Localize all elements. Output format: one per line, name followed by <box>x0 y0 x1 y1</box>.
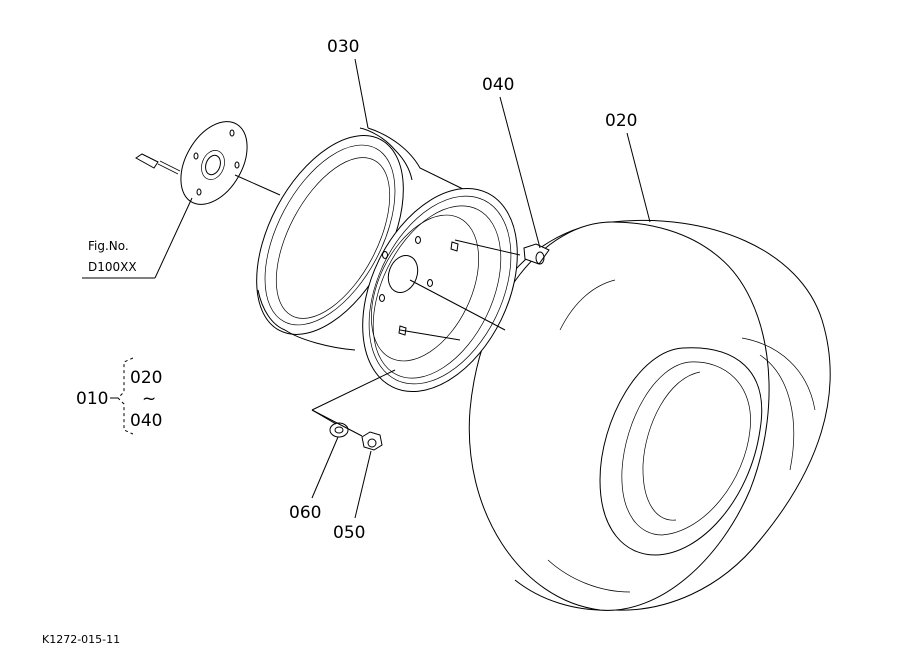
label-060: 060 <box>289 503 321 523</box>
range-top-label: 020 <box>130 368 162 388</box>
valve-stem-drawing <box>523 243 550 265</box>
rim-drawing <box>256 127 518 393</box>
fig-ref-line2: D100XX <box>88 260 137 274</box>
tire-drawing <box>468 219 831 611</box>
range-bottom-label: 040 <box>130 411 162 431</box>
label-030: 030 <box>327 37 359 57</box>
label-010: 010 <box>76 389 108 409</box>
hub-plate-drawing <box>135 121 248 205</box>
drawing-code: K1272-015-11 <box>42 633 120 646</box>
nut-drawing <box>361 431 383 451</box>
label-050: 050 <box>333 523 365 543</box>
label-020: 020 <box>605 111 637 131</box>
range-separator: ~ <box>142 389 156 409</box>
label-040: 040 <box>482 75 514 95</box>
washer-drawing <box>329 422 349 438</box>
leader-lines <box>82 58 651 519</box>
fig-ref-line1: Fig.No. <box>88 239 129 253</box>
